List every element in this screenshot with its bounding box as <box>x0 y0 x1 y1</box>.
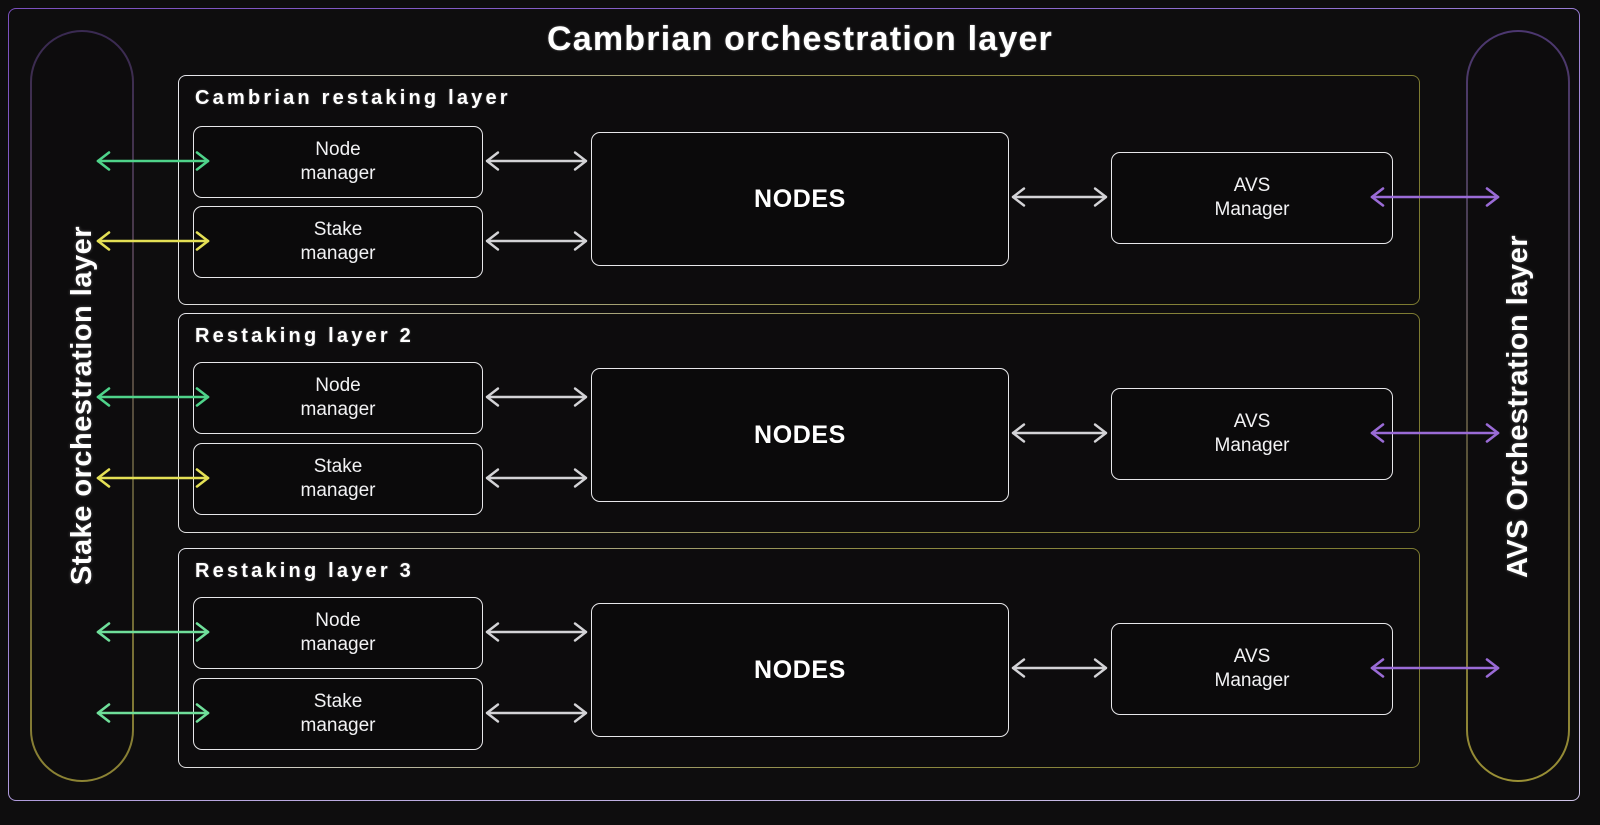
avs-pill-inner: AVS Orchestration layer <box>1468 32 1568 780</box>
nodes-label-3: NODES <box>754 656 846 684</box>
avs-manager-label-1: AVS Manager <box>1214 174 1290 220</box>
avs-manager-box-1[interactable]: AVS Manager <box>1111 152 1393 244</box>
stake-pill-inner: Stake orchestration layer <box>32 32 132 780</box>
node-manager-box-2[interactable]: Node manager <box>193 362 483 434</box>
stake-manager-box-3[interactable]: Stake manager <box>193 678 483 750</box>
avs-orchestration-layer-label: AVS Orchestration layer <box>1501 234 1534 578</box>
stake-manager-label-3: Stake manager <box>300 690 376 736</box>
stake-orchestration-layer-pill: Stake orchestration layer <box>30 30 134 782</box>
restaking-layer-container-2: Restaking layer 2 Node manager Stake man… <box>178 313 1420 533</box>
node-manager-label-1: Node manager <box>300 138 376 184</box>
nodes-label-2: NODES <box>754 421 846 449</box>
avs-manager-box-3[interactable]: AVS Manager <box>1111 623 1393 715</box>
stake-manager-label-2: Stake manager <box>300 455 376 501</box>
node-manager-box-1[interactable]: Node manager <box>193 126 483 198</box>
avs-orchestration-layer-pill: AVS Orchestration layer <box>1466 30 1570 782</box>
avs-manager-box-2[interactable]: AVS Manager <box>1111 388 1393 480</box>
layer-title-1: Cambrian restaking layer <box>195 87 511 109</box>
restaking-layer-container-3: Restaking layer 3 Node manager Stake man… <box>178 548 1420 768</box>
node-manager-box-3[interactable]: Node manager <box>193 597 483 669</box>
node-manager-label-2: Node manager <box>300 374 376 420</box>
nodes-box-1[interactable]: NODES <box>591 132 1009 266</box>
avs-manager-label-3: AVS Manager <box>1214 645 1290 691</box>
stake-orchestration-layer-label: Stake orchestration layer <box>65 226 98 586</box>
layer-inner-1: Cambrian restaking layer Node manager St… <box>179 76 1419 304</box>
stake-manager-box-1[interactable]: Stake manager <box>193 206 483 278</box>
restaking-layer-container-1: Cambrian restaking layer Node manager St… <box>178 75 1420 305</box>
page-title: Cambrian orchestration layer <box>547 20 1053 58</box>
node-manager-label-3: Node manager <box>300 609 376 655</box>
layer-inner-2: Restaking layer 2 Node manager Stake man… <box>179 314 1419 532</box>
layer-title-3: Restaking layer 3 <box>195 560 414 582</box>
stake-manager-label-1: Stake manager <box>300 218 376 264</box>
avs-manager-label-2: AVS Manager <box>1214 410 1290 456</box>
nodes-box-2[interactable]: NODES <box>591 368 1009 502</box>
layer-inner-3: Restaking layer 3 Node manager Stake man… <box>179 549 1419 767</box>
nodes-box-3[interactable]: NODES <box>591 603 1009 737</box>
nodes-label-1: NODES <box>754 185 846 213</box>
stake-manager-box-2[interactable]: Stake manager <box>193 443 483 515</box>
layer-title-2: Restaking layer 2 <box>195 325 414 347</box>
